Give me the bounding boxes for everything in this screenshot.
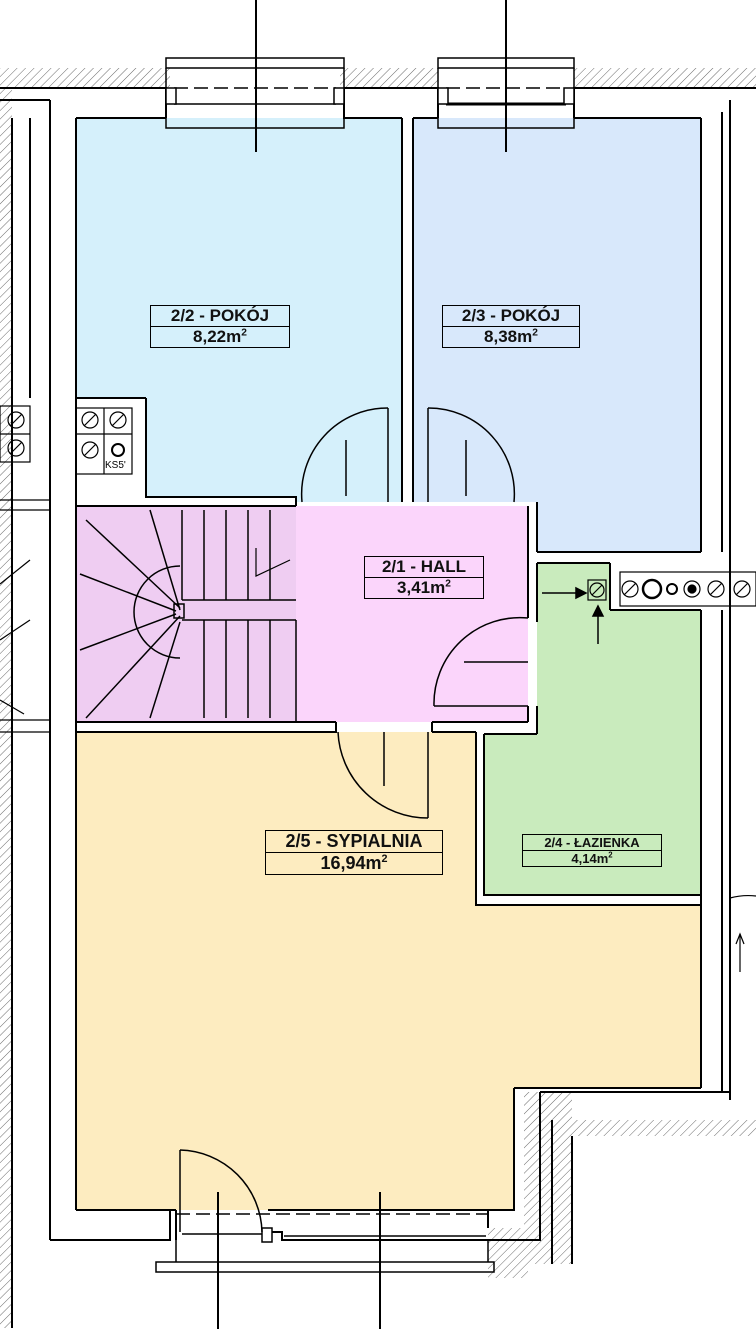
insulation-hatch <box>0 68 756 1328</box>
room-fills <box>76 118 701 1210</box>
room-2-4-fill <box>484 563 701 895</box>
staircase-fill <box>76 506 296 722</box>
doors <box>179 407 529 1233</box>
vent-panel-right <box>587 571 756 607</box>
room-2-1-fill <box>296 506 528 722</box>
room-area: 16,94m2 <box>320 853 388 873</box>
room-area: 3,41m2 <box>397 578 451 597</box>
room-label-2-5: 2/5 - SYPIALNIA 16,94m2 <box>265 830 443 875</box>
room-2-2-fill <box>76 118 402 502</box>
staircase <box>79 509 297 722</box>
vent-panel-outer <box>0 405 31 463</box>
room-2-5-fill <box>76 732 701 1210</box>
room-area: 8,22m2 <box>193 327 247 346</box>
room-label-2-3: 2/3 - POKÓJ 8,38m2 <box>442 305 580 348</box>
room-name: 2/1 - HALL <box>365 557 483 578</box>
room-name: 2/3 - POKÓJ <box>443 306 579 327</box>
vent-arrows <box>542 586 605 644</box>
room-name: 2/5 - SYPIALNIA <box>266 831 442 853</box>
room-name: 2/2 - POKÓJ <box>151 306 289 327</box>
walls <box>0 87 756 1328</box>
vent-label: KS5' <box>105 460 126 471</box>
room-area: 8,38m2 <box>484 327 538 346</box>
room-2-3-fill <box>413 118 701 552</box>
adjacent-stairs <box>0 499 50 733</box>
room-label-2-2: 2/2 - POKÓJ 8,22m2 <box>150 305 290 348</box>
room-area: 4,14m2 <box>571 850 613 866</box>
room-label-2-1: 2/1 - HALL 3,41m2 <box>364 556 484 599</box>
room-label-2-4: 2/4 - ŁAZIENKA 4,14m2 <box>522 834 662 867</box>
adjacent-door <box>729 894 756 972</box>
axis-lines <box>217 0 507 1329</box>
room-name: 2/4 - ŁAZIENKA <box>523 835 661 851</box>
vent-panel-left <box>75 407 133 475</box>
